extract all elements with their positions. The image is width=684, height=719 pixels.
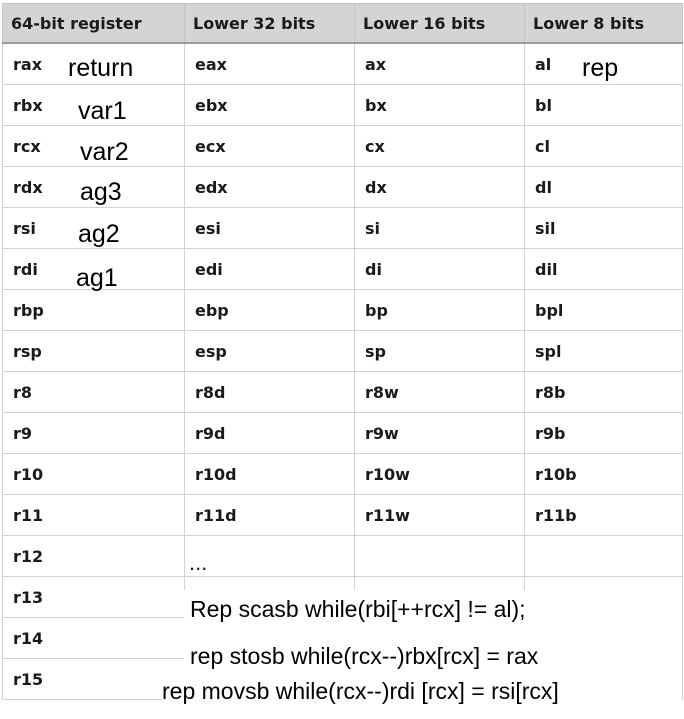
- table-row: r10 r10d r10w r10b: [2, 453, 683, 495]
- cell-64: r12: [2, 535, 185, 577]
- cell-8: bl: [524, 84, 683, 126]
- cell-16: sp: [354, 330, 525, 372]
- note-rax: return: [68, 54, 134, 82]
- cell-32: edx: [184, 166, 355, 208]
- header-lower16: Lower 16 bits: [354, 3, 525, 44]
- table-row: rax eax ax al: [2, 42, 683, 85]
- cell-8: r11b: [524, 494, 683, 536]
- cell-64: rbp: [2, 289, 185, 331]
- cell-8: spl: [524, 330, 683, 372]
- cell-8: dl: [524, 166, 683, 208]
- header-lower32: Lower 32 bits: [184, 3, 355, 44]
- table-row: r11 r11d r11w r11b: [2, 494, 683, 536]
- cell-16: dx: [354, 166, 525, 208]
- table-row: rdi edi di dil: [2, 248, 683, 290]
- table-row: r9 r9d r9w r9b: [2, 412, 683, 454]
- cell-64: rax: [2, 42, 185, 85]
- cell-64: rbx: [2, 84, 185, 126]
- cell-8: al: [524, 42, 683, 85]
- code-line-stosb: rep stosb while(rcx--)rbx[rcx] = rax: [190, 643, 539, 669]
- table-row: r8 r8d r8w r8b: [2, 371, 683, 413]
- code-line-scasb: Rep scasb while(rbi[++rcx] != al);: [190, 596, 526, 622]
- cell-64: r8: [2, 371, 185, 413]
- note-rsi: ag2: [78, 220, 120, 248]
- cell-8: r8b: [524, 371, 683, 413]
- cell-32: edi: [184, 248, 355, 290]
- cell-32: esi: [184, 207, 355, 249]
- note-rbx: var1: [78, 97, 127, 125]
- cell-16: r11w: [354, 494, 525, 536]
- cell-32: r10d: [184, 453, 355, 495]
- cell-16: r10w: [354, 453, 525, 495]
- table-row: r12 ...: [2, 535, 683, 577]
- table-row: rcx ecx cx cl: [2, 125, 683, 167]
- cell-16: ax: [354, 42, 525, 85]
- code-line-movsb: rep movsb while(rcx--)rdi [rcx] = rsi[rc…: [162, 678, 559, 704]
- cell-32: esp: [184, 330, 355, 372]
- cell-32: r11d: [184, 494, 355, 536]
- cell-64: r13: [2, 576, 185, 618]
- header-64bit: 64-bit register: [2, 3, 185, 44]
- cell-32-ellipsis: ...: [184, 535, 355, 577]
- cell-16: bp: [354, 289, 525, 331]
- table-row: rbx ebx bx bl: [2, 84, 683, 126]
- note-rdx: ag3: [80, 178, 122, 206]
- cell-8: [524, 535, 683, 577]
- cell-64: r11: [2, 494, 185, 536]
- table-row: rbp ebp bp bpl: [2, 289, 683, 331]
- note-al: rep: [582, 54, 619, 82]
- header-lower8: Lower 8 bits: [524, 3, 683, 44]
- cell-16: r8w: [354, 371, 525, 413]
- note-rdi: ag1: [76, 264, 118, 292]
- cell-32: r8d: [184, 371, 355, 413]
- cell-64: r9: [2, 412, 185, 454]
- table-row: rsp esp sp spl: [2, 330, 683, 372]
- cell-16: di: [354, 248, 525, 290]
- cell-64: rcx: [2, 125, 185, 167]
- cell-8: bpl: [524, 289, 683, 331]
- cell-16: [354, 535, 525, 577]
- cell-32: ebx: [184, 84, 355, 126]
- cell-16: si: [354, 207, 525, 249]
- cell-32: ebp: [184, 289, 355, 331]
- cell-64: r10: [2, 453, 185, 495]
- cell-64: rsp: [2, 330, 185, 372]
- cell-8: r9b: [524, 412, 683, 454]
- cell-32: eax: [184, 42, 355, 85]
- cell-32: r9d: [184, 412, 355, 454]
- note-rcx: var2: [80, 138, 129, 166]
- cell-64: rdi: [2, 248, 185, 290]
- cell-8: sil: [524, 207, 683, 249]
- cell-16: r9w: [354, 412, 525, 454]
- cell-64: r15: [2, 658, 185, 700]
- cell-64: r14: [2, 617, 185, 659]
- table-row: rdx edx dx dl: [2, 166, 683, 208]
- cell-8: r10b: [524, 453, 683, 495]
- cell-16: cx: [354, 125, 525, 167]
- cell-8: dil: [524, 248, 683, 290]
- table-row: rsi esi si sil: [2, 207, 683, 249]
- cell-16: bx: [354, 84, 525, 126]
- cell-8: cl: [524, 125, 683, 167]
- cell-32: ecx: [184, 125, 355, 167]
- header-row: 64-bit register Lower 32 bits Lower 16 b…: [2, 3, 683, 44]
